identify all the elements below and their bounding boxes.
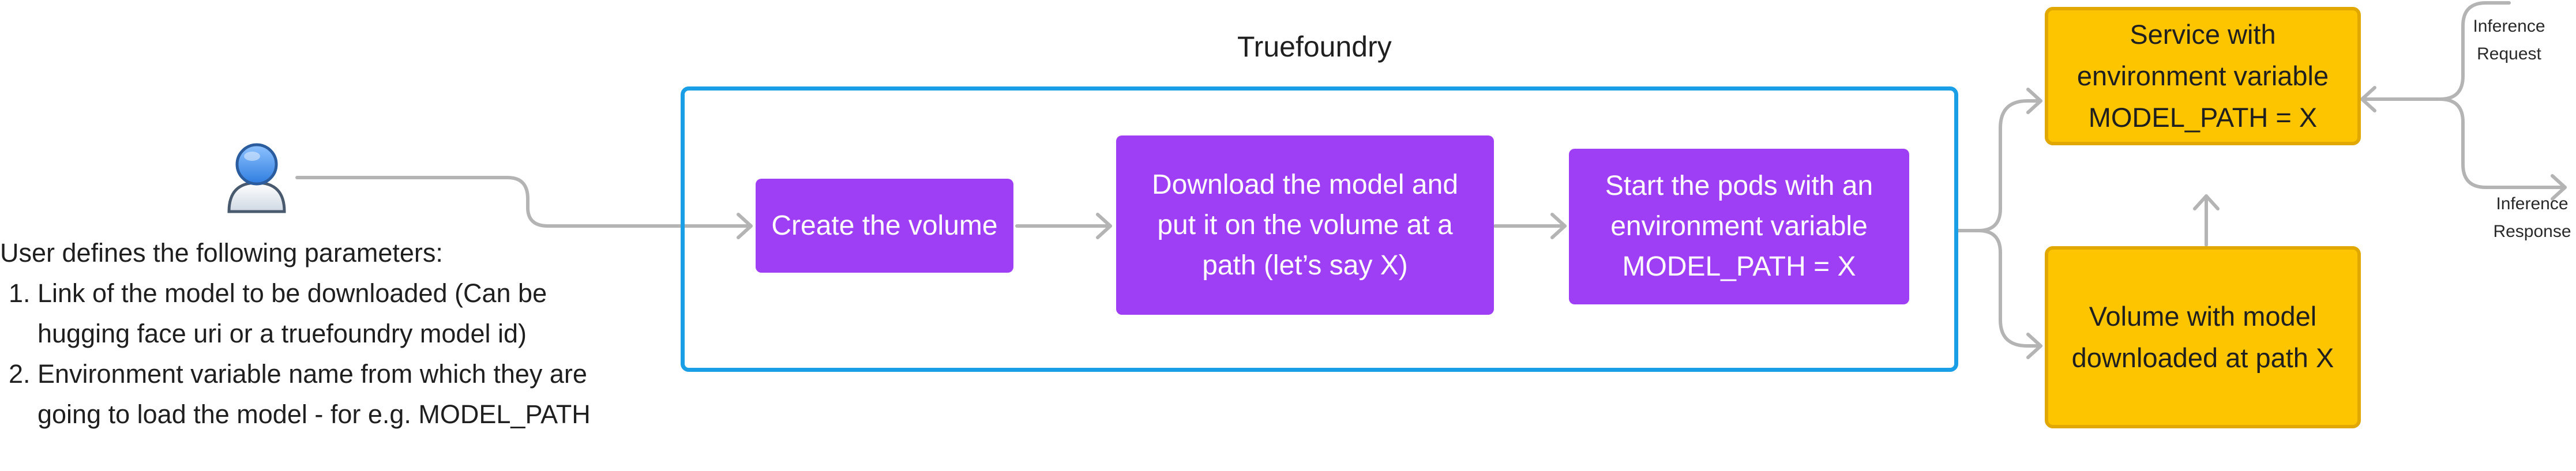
user-parameters: User defines the following parameters: L… bbox=[0, 233, 634, 435]
platform-label: Truefoundry bbox=[1237, 31, 1392, 63]
inference-response-label: Inference Response bbox=[2493, 194, 2571, 241]
parameter-item: Link of the model to be downloaded (Can … bbox=[37, 273, 634, 354]
parameter-item: Environment variable name from which the… bbox=[37, 354, 634, 435]
step-download-model: Download the model and put it on the vol… bbox=[1116, 135, 1494, 315]
user-icon bbox=[227, 143, 286, 213]
parameters-intro: User defines the following parameters: bbox=[0, 238, 443, 267]
step-start-pods: Start the pods with an environment varia… bbox=[1569, 149, 1909, 304]
inference-request-label: Inference Request bbox=[2473, 17, 2545, 63]
parameters-list: Link of the model to be downloaded (Can … bbox=[0, 273, 634, 435]
volume-box: Volume with model downloaded at path X bbox=[2045, 246, 2361, 428]
service-box: Service with environment variable MODEL_… bbox=[2045, 7, 2361, 145]
step-create-volume: Create the volume bbox=[756, 179, 1013, 273]
platform-container bbox=[681, 86, 1958, 372]
